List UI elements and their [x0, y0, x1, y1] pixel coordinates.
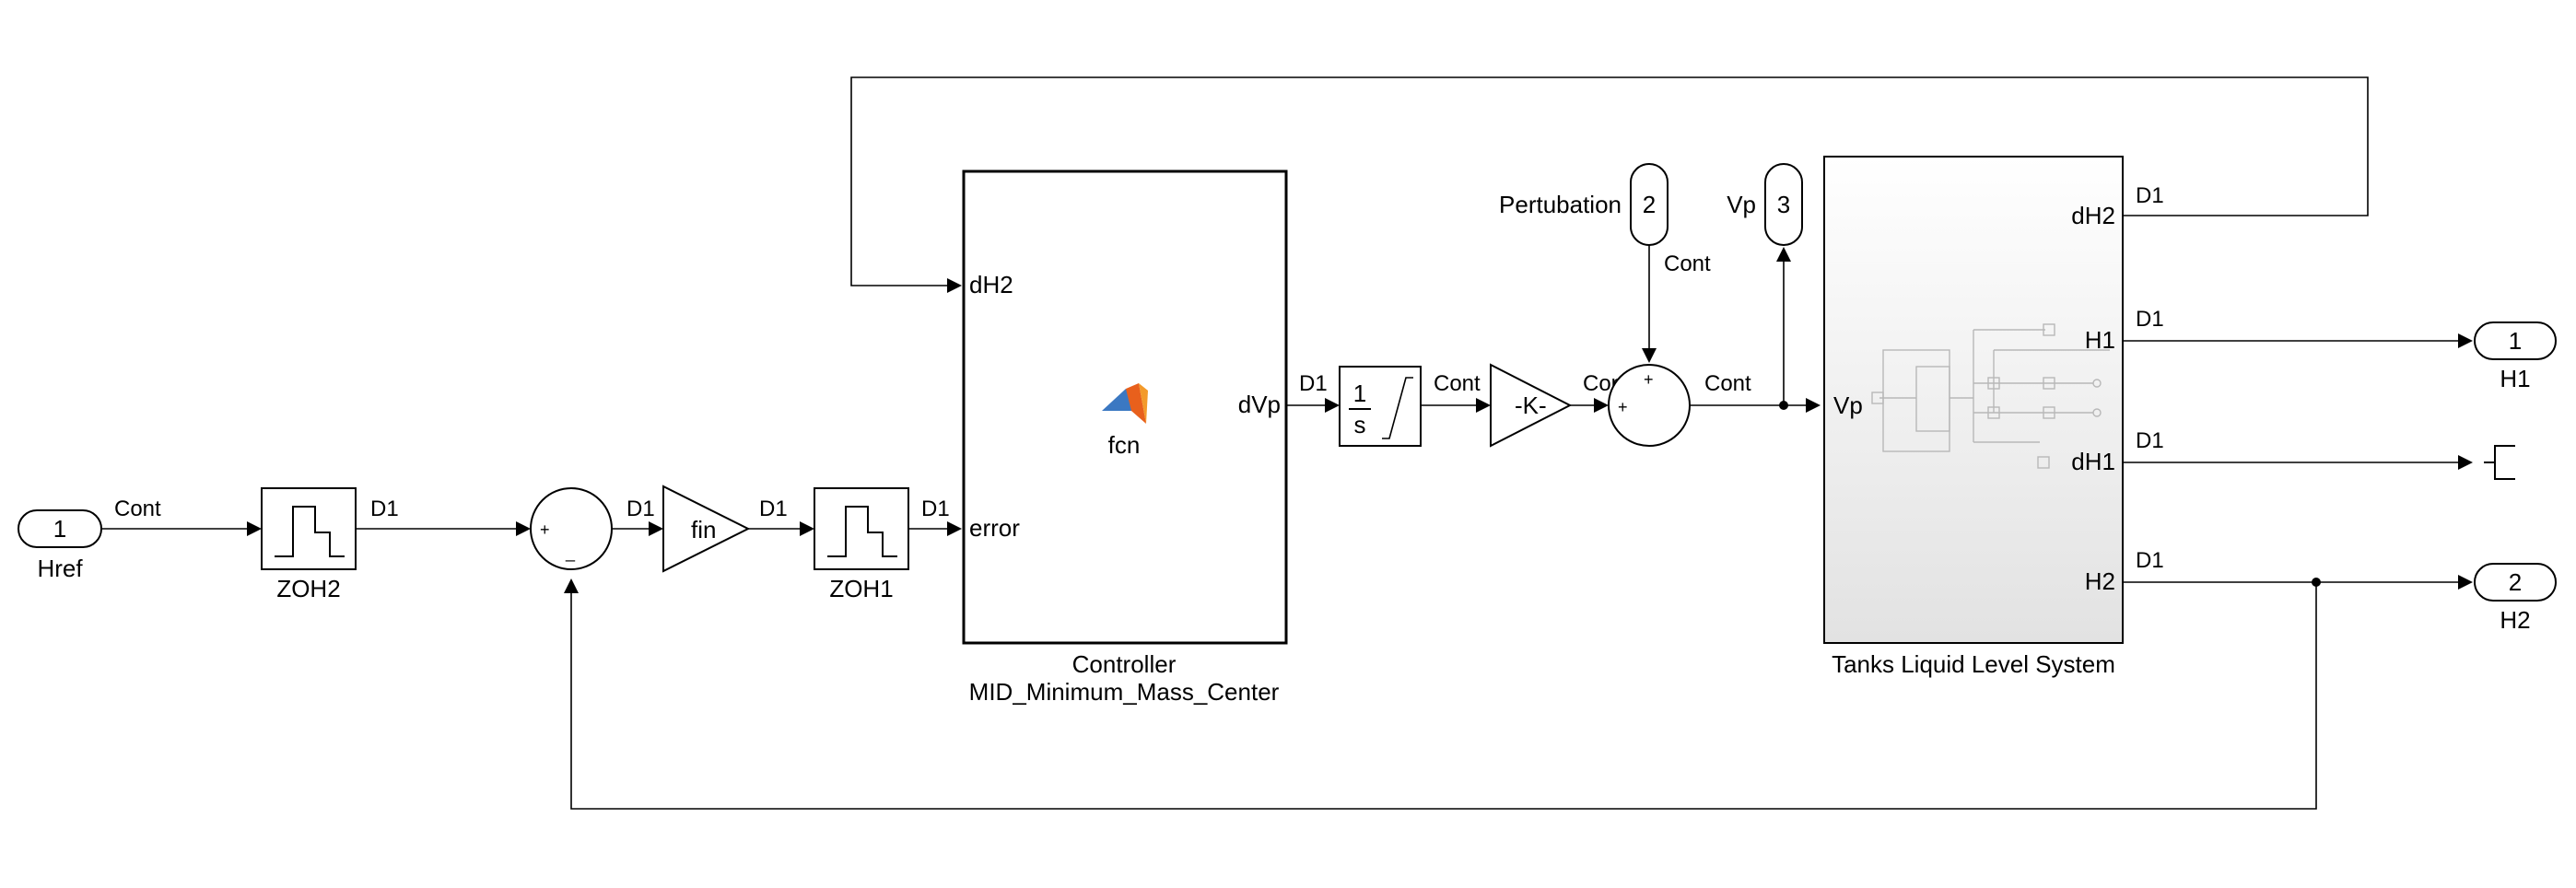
arrow-sum2-left-in [1594, 398, 1609, 413]
arrow-term-in [2458, 455, 2473, 470]
zoh2-block[interactable]: ZOH2 [261, 487, 357, 602]
arrow-sum2-top-in [1642, 348, 1657, 363]
sum1-block[interactable]: + _ [530, 487, 613, 570]
signal-pert-out: Cont [1664, 251, 1711, 276]
wire-h2-feedback [570, 582, 2317, 810]
arrow-sum1-in [516, 521, 531, 536]
tanks-port-dh2: dH2 [2071, 202, 2115, 229]
zoh2-staircase-icon [275, 506, 345, 557]
outport-h2[interactable]: 2 H2 [2474, 563, 2557, 634]
outport-h1-label: H1 [2500, 365, 2530, 392]
signal-fin-out: D1 [759, 497, 788, 521]
signal-sum1-out: D1 [626, 497, 655, 521]
sum1-minus-sign: _ [565, 543, 576, 563]
signal-zoh2-out: D1 [370, 497, 399, 521]
tanks-label: Tanks Liquid Level System [1832, 650, 2115, 678]
controller-label-line2: MID_Minimum_Mass_Center [969, 678, 1280, 706]
controller-fcn-text: fcn [1108, 431, 1141, 459]
controller-block[interactable]: dH2 error dVp fcn Controller MID_Minimum… [962, 169, 1288, 706]
integrator-numerator: 1 [1353, 380, 1366, 407]
signal-int-out: Cont [1434, 371, 1481, 396]
integrator-saturation-icon [1382, 377, 1413, 439]
tanks-port-h1: H1 [2085, 326, 2115, 354]
tanks-port-vp: Vp [1833, 391, 1863, 419]
subsystem-preview-icon [1871, 323, 2110, 469]
outport-vp-number: 3 [1777, 191, 1790, 218]
arrow-sum1-bottom-in [564, 578, 579, 593]
signal-sum2-out: Cont [1704, 371, 1751, 396]
matlab-logo-icon [1102, 383, 1148, 424]
arrow-zoh2-in [247, 521, 262, 536]
inport-href-label: Href [37, 555, 83, 582]
inport-pertubation[interactable]: 2 Pertubation [1499, 163, 1669, 246]
tanks-subsystem-block[interactable]: Vp dH2 H1 dH1 H2 [1823, 156, 2124, 678]
arrow-gain-in [1476, 398, 1491, 413]
arrow-ctrl-error-in [947, 521, 962, 536]
inport-pertubation-label: Pertubation [1499, 191, 1622, 218]
tanks-port-dh1: dH1 [2071, 448, 2115, 475]
zoh1-staircase-icon [827, 506, 897, 557]
integrator-block[interactable]: 1 s [1339, 366, 1422, 447]
signal-href-out: Cont [114, 497, 161, 521]
sum2-block[interactable]: + + [1608, 364, 1691, 447]
outport-h2-label: H2 [2500, 606, 2530, 634]
arrow-tanks-in [1806, 398, 1821, 413]
zoh1-block[interactable]: ZOH1 [814, 487, 909, 602]
terminator-icon [2494, 445, 2515, 480]
outport-vp-label: Vp [1727, 191, 1756, 218]
arrow-fin-in [649, 521, 663, 536]
gain-label: -K- [1515, 391, 1547, 419]
fin-gain-block[interactable]: fin [662, 485, 751, 573]
outport-h1[interactable]: 1 H1 [2474, 321, 2557, 392]
signal-ctrl-out: D1 [1299, 371, 1328, 396]
outport-h2-number: 2 [2509, 568, 2522, 596]
sum2-plus-left: + [1618, 398, 1628, 416]
controller-port-dh2: dH2 [969, 271, 1013, 298]
signal-dh2-out: D1 [2136, 183, 2164, 208]
inport-pertubation-number: 2 [1643, 191, 1656, 218]
inport-href-number: 1 [53, 515, 66, 543]
tanks-port-h2: H2 [2085, 567, 2115, 595]
signal-h1-out: D1 [2136, 307, 2164, 332]
wire-dh2-feedback [850, 76, 2369, 286]
zoh1-label: ZOH1 [829, 575, 893, 602]
signal-h2-out: D1 [2136, 548, 2164, 573]
sum1-plus-sign: + [540, 520, 550, 539]
gain-block[interactable]: -K- [1490, 363, 1573, 448]
zoh2-label: ZOH2 [276, 575, 340, 602]
outport-h1-number: 1 [2509, 327, 2522, 355]
signal-dh1-out: D1 [2136, 428, 2164, 453]
controller-label-line1: Controller [1072, 650, 1177, 678]
signal-zoh1-out: D1 [921, 497, 950, 521]
terminator-block[interactable] [2484, 445, 2515, 480]
arrow-h2-in [2458, 575, 2473, 590]
integrator-denominator: s [1354, 411, 1366, 438]
arrow-zoh1-in [800, 521, 814, 536]
controller-port-error: error [969, 514, 1020, 542]
controller-port-dvp: dVp [1238, 391, 1281, 418]
arrow-vp-in [1776, 247, 1791, 262]
outport-vp[interactable]: 3 Vp [1727, 163, 1803, 246]
fin-label: fin [691, 516, 716, 543]
sum2-plus-top: + [1644, 370, 1654, 389]
arrow-h1-in [2458, 333, 2473, 348]
inport-href[interactable]: 1 Href [18, 509, 102, 582]
arrow-ctrl-dh2-in [947, 278, 962, 293]
arrow-int-in [1325, 398, 1340, 413]
